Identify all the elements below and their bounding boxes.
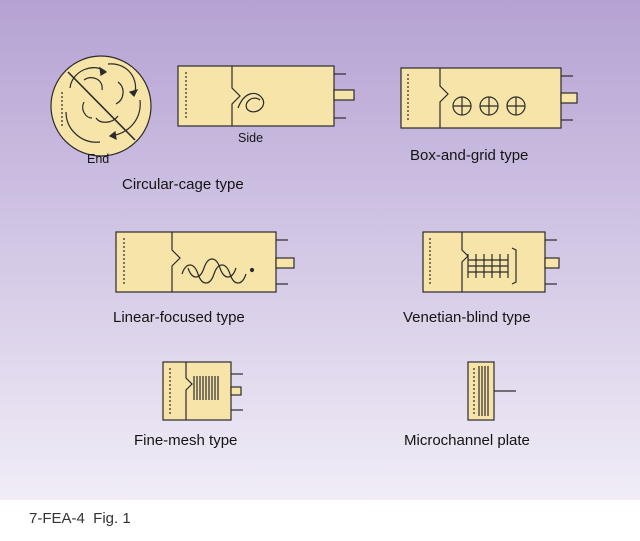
diagram-canvas xyxy=(0,0,640,500)
label-fine-mesh: Fine-mesh type xyxy=(134,432,238,449)
label-venetian-blind: Venetian-blind type xyxy=(403,309,531,326)
figure-caption: 7-FEA-4 Fig. 1 xyxy=(29,510,131,527)
label-microchannel: Microchannel plate xyxy=(404,432,530,449)
label-linear-focused: Linear-focused type xyxy=(113,309,245,326)
box-and-grid-tube xyxy=(400,67,578,129)
diagram-panel: End Side Circular-cage type Box-and-grid… xyxy=(0,0,640,500)
label-circular-cage: Circular-cage type xyxy=(122,176,244,193)
label-box-and-grid: Box-and-grid type xyxy=(410,147,529,164)
label-side: Side xyxy=(238,131,264,145)
label-end: End xyxy=(87,152,110,166)
circular-cage-side-view xyxy=(177,65,355,127)
microchannel-plate-tube xyxy=(467,361,516,421)
venetian-blind-tube xyxy=(422,231,560,293)
linear-focused-tube xyxy=(115,231,295,293)
circular-cage-end-view xyxy=(50,55,152,157)
fine-mesh-tube xyxy=(162,361,243,421)
